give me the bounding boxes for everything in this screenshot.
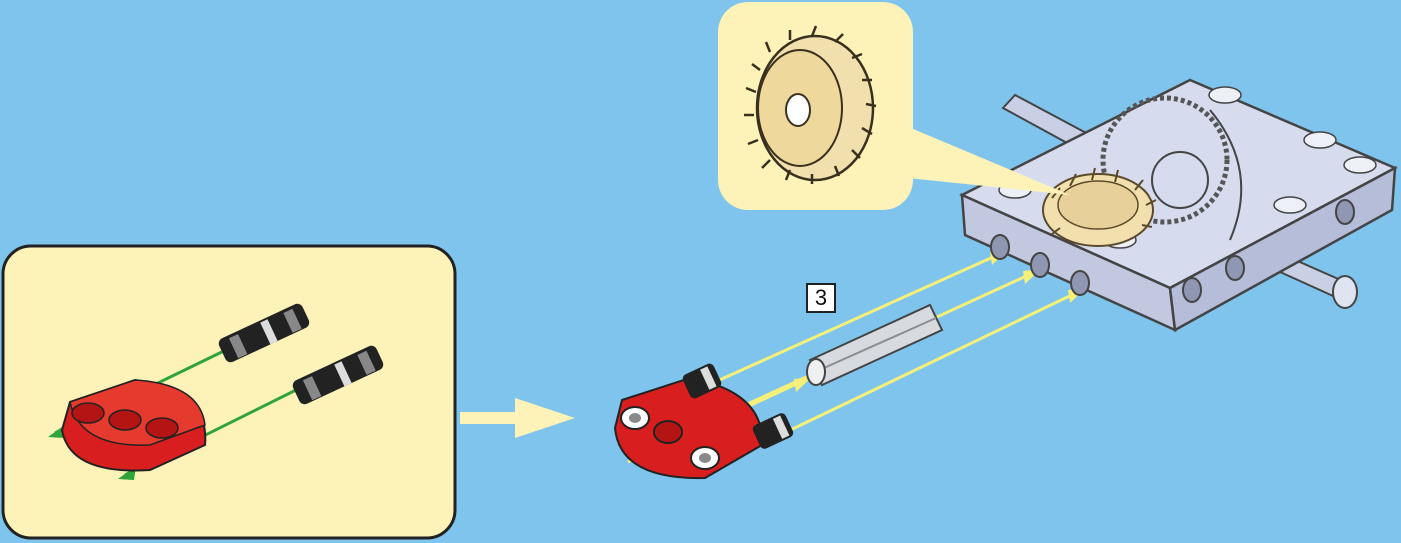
- quantity-label: 3: [806, 283, 836, 313]
- frame-icon: [962, 80, 1395, 330]
- axle-icon: [807, 305, 942, 385]
- subassembly-callout: [3, 246, 455, 538]
- red-liftarm-icon: [615, 378, 762, 478]
- arrow-right-icon: [460, 398, 575, 438]
